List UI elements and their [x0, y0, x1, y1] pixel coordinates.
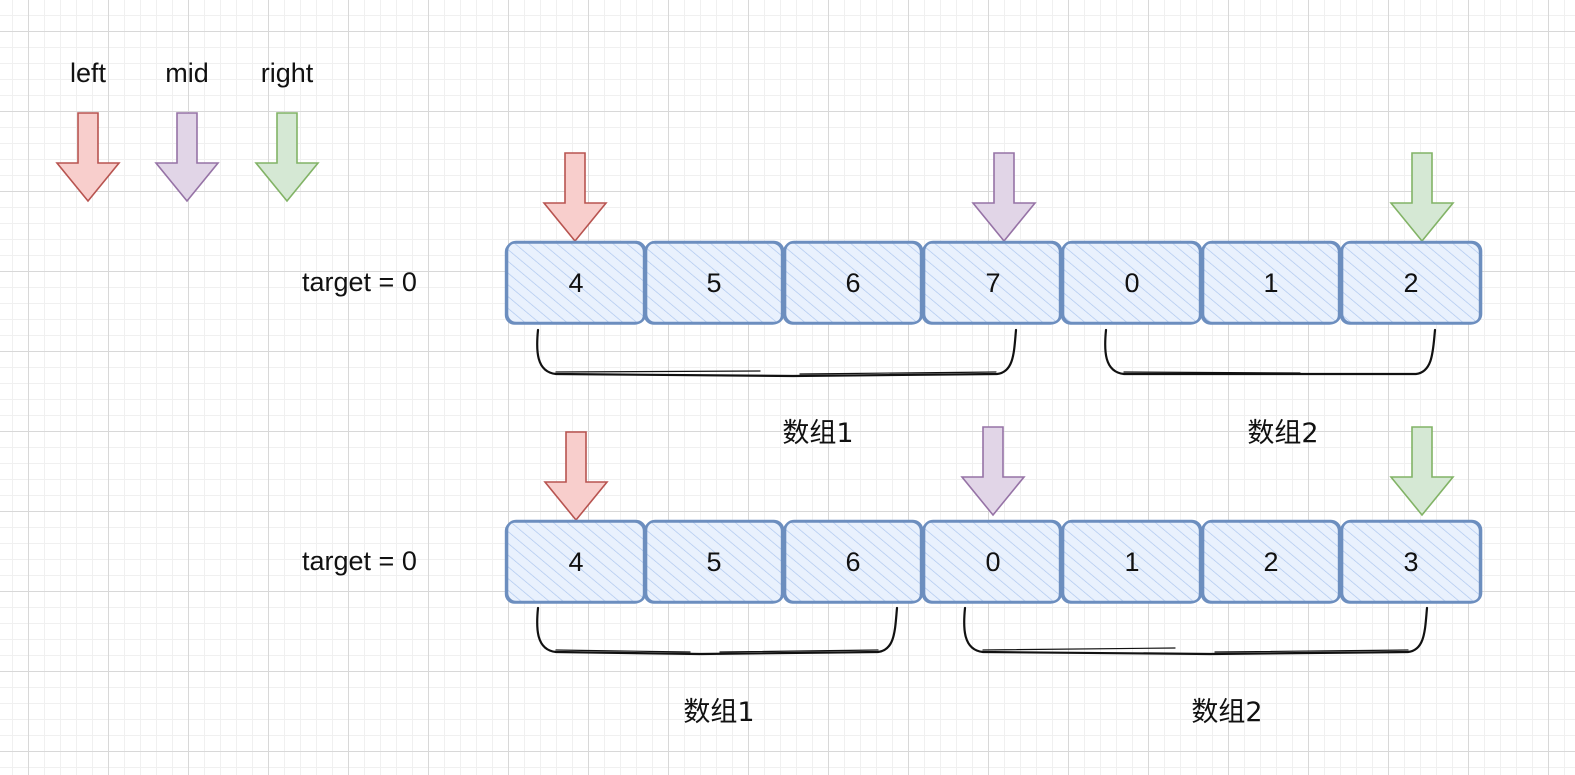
array-cell: 6 — [782, 519, 924, 604]
bracket-stroke — [555, 649, 879, 653]
bracket-stroke — [536, 328, 1018, 378]
mid-arrow-icon — [154, 112, 220, 203]
array-cell: 0 — [921, 519, 1063, 604]
cell-value: 4 — [568, 547, 583, 577]
array-cell: 1 — [1060, 519, 1203, 604]
bracket-stroke — [982, 647, 1409, 653]
legend-right-label: right — [261, 58, 314, 88]
legend-right: right — [254, 58, 320, 203]
group-bracket-2 — [963, 606, 1429, 656]
array-cells: 4 5 6 0 1 2 3 — [504, 519, 1483, 604]
group-label-2: 数组2 — [1191, 697, 1262, 728]
group-label-1: 数组1 — [782, 418, 853, 449]
array-cells: 4 5 6 7 0 1 2 — [504, 240, 1483, 325]
array-row-1: target = 0 4 5 6 7 0 — [302, 152, 1483, 449]
group-label-1: 数组1 — [683, 697, 754, 728]
array-cell: 5 — [643, 240, 785, 325]
cell-value: 7 — [985, 268, 1000, 298]
bracket-stroke — [963, 606, 1429, 656]
legend-left: left — [55, 58, 121, 203]
cell-value: 2 — [1263, 547, 1278, 577]
array-cell: 2 — [1200, 519, 1342, 604]
array-cell: 2 — [1339, 240, 1483, 325]
cell-outline — [782, 521, 922, 604]
cell-value: 1 — [1263, 268, 1278, 298]
target-label: target = 0 — [302, 546, 417, 576]
array-cell: 4 — [504, 519, 647, 604]
cell-value: 3 — [1403, 547, 1418, 577]
cell-outline — [504, 521, 645, 604]
cell-value: 1 — [1124, 547, 1139, 577]
pointer-left — [542, 152, 608, 243]
cell-outline — [1339, 521, 1481, 604]
cell-outline — [504, 242, 645, 325]
cell-outline — [1200, 521, 1340, 604]
cell-value: 4 — [568, 268, 583, 298]
group-label-2: 数组2 — [1247, 418, 1318, 449]
cell-outline — [1200, 242, 1340, 325]
cell-outline — [921, 521, 1061, 604]
bracket-stroke — [536, 606, 899, 656]
array-cell: 3 — [1339, 519, 1483, 604]
legend-mid-label: mid — [165, 58, 209, 88]
bracket-stroke — [1104, 328, 1437, 376]
cell-outline — [1339, 242, 1481, 325]
pointer-mid — [971, 152, 1037, 243]
cell-outline — [1060, 521, 1201, 604]
group-bracket-1 — [536, 606, 899, 656]
cell-value: 0 — [985, 547, 1000, 577]
cell-box — [1340, 240, 1483, 325]
right-arrow-icon — [254, 112, 320, 203]
legend-left-label: left — [70, 58, 107, 88]
array-cell: 4 — [504, 240, 647, 325]
cell-outline — [1060, 242, 1201, 325]
legend: left mid right — [55, 58, 320, 203]
group-bracket-1 — [536, 328, 1018, 378]
array-cell: 0 — [1060, 240, 1203, 325]
left-arrow-icon — [55, 112, 121, 203]
pointer-mid — [960, 426, 1026, 517]
cell-outline — [643, 242, 783, 325]
cell-value: 2 — [1403, 268, 1418, 298]
cell-box — [1340, 519, 1483, 604]
cell-value: 5 — [706, 268, 721, 298]
group-bracket-2 — [1104, 328, 1437, 376]
cell-outline — [643, 521, 783, 604]
array-cell: 6 — [782, 240, 924, 325]
bracket-stroke — [555, 370, 997, 375]
cell-value: 6 — [845, 547, 860, 577]
array-cell: 5 — [643, 519, 785, 604]
array-row-2: target = 0 4 5 6 0 1 — [302, 426, 1483, 728]
pointer-right — [1389, 152, 1455, 243]
cell-value: 6 — [845, 268, 860, 298]
array-cell: 1 — [1200, 240, 1342, 325]
target-label: target = 0 — [302, 267, 417, 297]
cell-value: 0 — [1124, 268, 1139, 298]
pointer-left — [543, 431, 609, 522]
cell-outline — [782, 242, 922, 325]
pointer-right — [1389, 426, 1455, 517]
array-cell: 7 — [921, 240, 1063, 325]
cell-outline — [921, 242, 1061, 325]
cell-value: 5 — [706, 547, 721, 577]
bracket-stroke — [1123, 371, 1301, 374]
legend-mid: mid — [154, 58, 220, 203]
